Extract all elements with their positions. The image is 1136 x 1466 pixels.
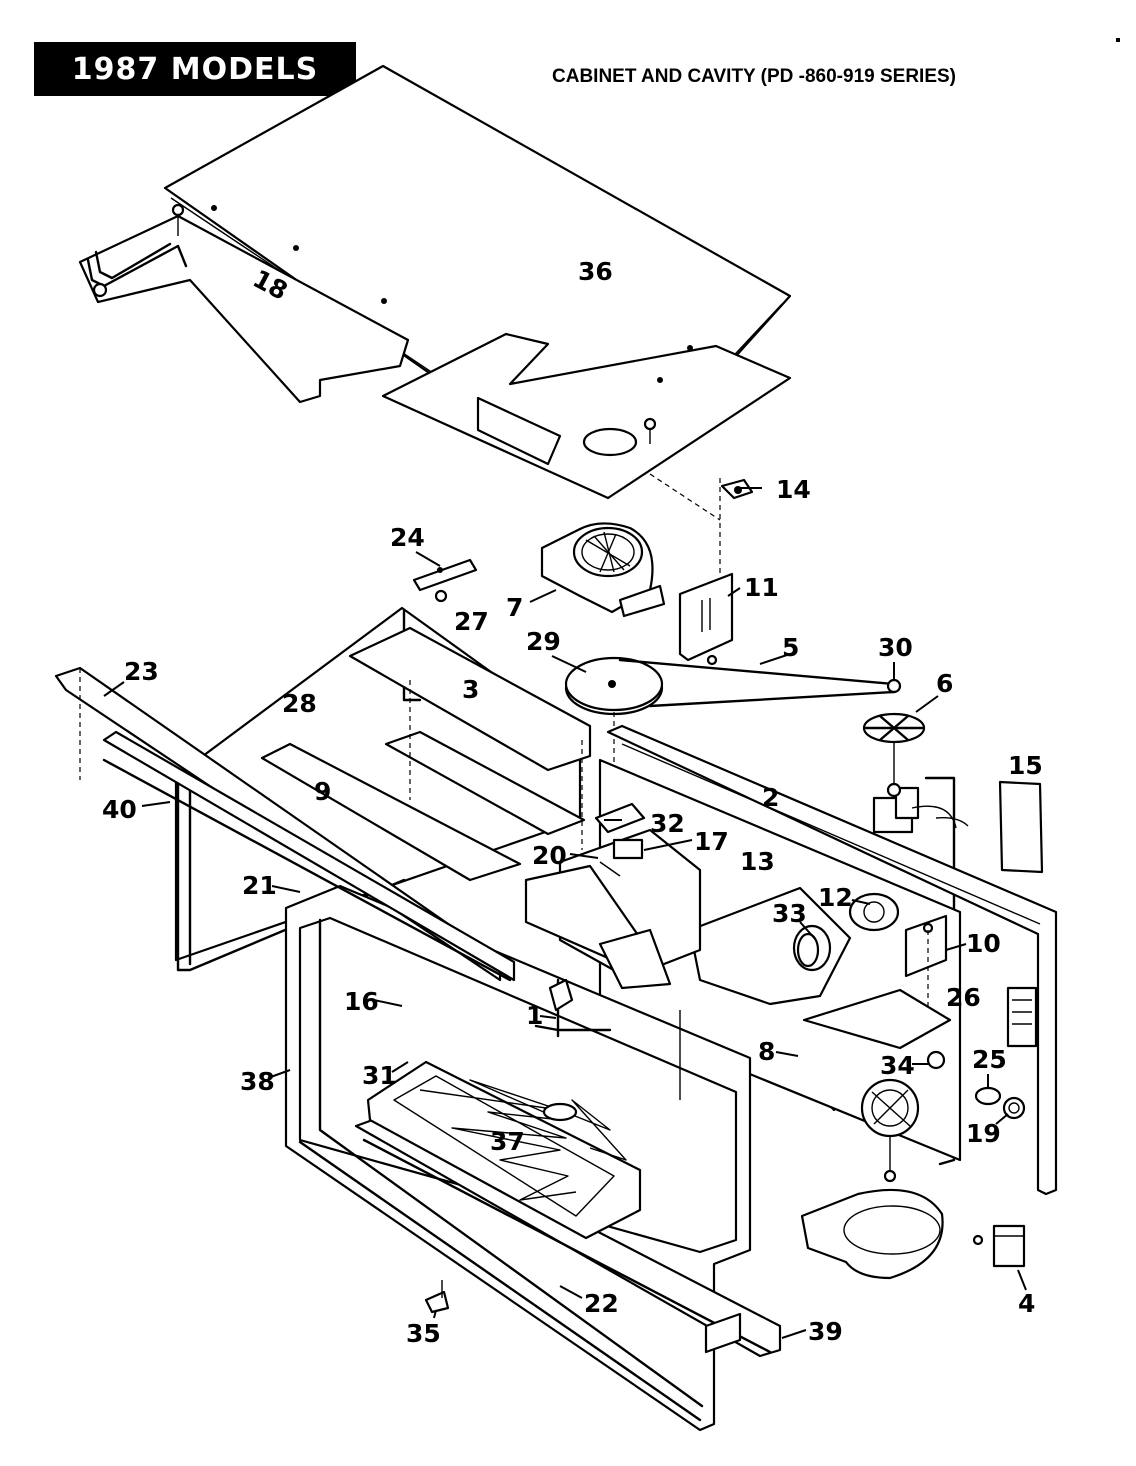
mounting-plate-part [412, 558, 478, 603]
callout-39: 39 [808, 1317, 843, 1346]
callout-11: 11 [744, 573, 779, 602]
callout-19: 19 [966, 1119, 1001, 1148]
scan-mark [1116, 38, 1120, 42]
stirrer-motor-part [872, 776, 969, 1166]
callout-37: 37 [490, 1127, 525, 1156]
callout-17: 17 [694, 827, 729, 856]
front-rail-part [54, 666, 516, 982]
callout-29: 29 [526, 627, 561, 656]
top-cover-part [163, 64, 792, 500]
cook-tray-part [366, 1060, 642, 1240]
callout-32: 32 [650, 809, 685, 838]
blower-motor-part [860, 1078, 920, 1183]
callout-4: 4 [1018, 1289, 1035, 1318]
callout-27: 27 [454, 607, 489, 636]
mounting-bracket-part [649, 473, 734, 666]
fuse-holder-part [926, 1050, 1026, 1120]
callout-40: 40 [102, 795, 137, 824]
callout-5: 5 [782, 633, 799, 662]
leader-lines [103, 487, 1027, 1339]
callout-3: 3 [462, 675, 479, 704]
door-switch-part [972, 1224, 1026, 1268]
callout-38: 38 [240, 1067, 275, 1096]
callout-24: 24 [390, 523, 425, 552]
callout-31: 31 [362, 1061, 397, 1090]
blower-housing-part [540, 522, 666, 618]
rating-label-part [998, 780, 1044, 1048]
callout-33: 33 [772, 899, 807, 928]
callout-15: 15 [1008, 751, 1043, 780]
callout-21: 21 [242, 871, 277, 900]
callout-35: 35 [406, 1319, 441, 1348]
diagram-title: CABINET AND CAVITY (PD -860-919 SERIES) [552, 66, 957, 87]
callout-9: 9 [314, 777, 331, 806]
stirrer-blade-part [534, 978, 612, 1038]
callout-20: 20 [532, 841, 567, 870]
callout-34: 34 [880, 1051, 915, 1080]
stirrer-fan-part [862, 712, 926, 798]
callout-7: 7 [506, 593, 523, 622]
callout-12: 12 [818, 883, 853, 912]
callout-28: 28 [282, 689, 317, 718]
callout-1: 1 [526, 1001, 543, 1030]
model-year-badge: 1987 MODELS [34, 42, 356, 96]
hinge-part [424, 1280, 742, 1354]
callout-10: 10 [966, 929, 1001, 958]
callout-36: 36 [578, 257, 613, 286]
callout-2: 2 [762, 783, 779, 812]
callout-14: 14 [776, 475, 811, 504]
callout-16: 16 [344, 987, 379, 1016]
callout-labels: 36 18 14 24 27 7 11 29 5 30 6 23 28 3 15… [102, 257, 1043, 1348]
waveguide-duct-part [524, 802, 702, 990]
callout-22: 22 [584, 1289, 619, 1318]
callout-30: 30 [878, 633, 913, 662]
blower-shroud-part [800, 1188, 944, 1280]
pulley-belt-part [564, 656, 902, 840]
callout-13: 13 [740, 847, 775, 876]
callout-26: 26 [946, 983, 981, 1012]
callout-6: 6 [936, 669, 953, 698]
callout-25: 25 [972, 1045, 1007, 1074]
side-flange-part [78, 203, 410, 404]
callout-23: 23 [124, 657, 159, 686]
callout-8: 8 [758, 1037, 775, 1066]
